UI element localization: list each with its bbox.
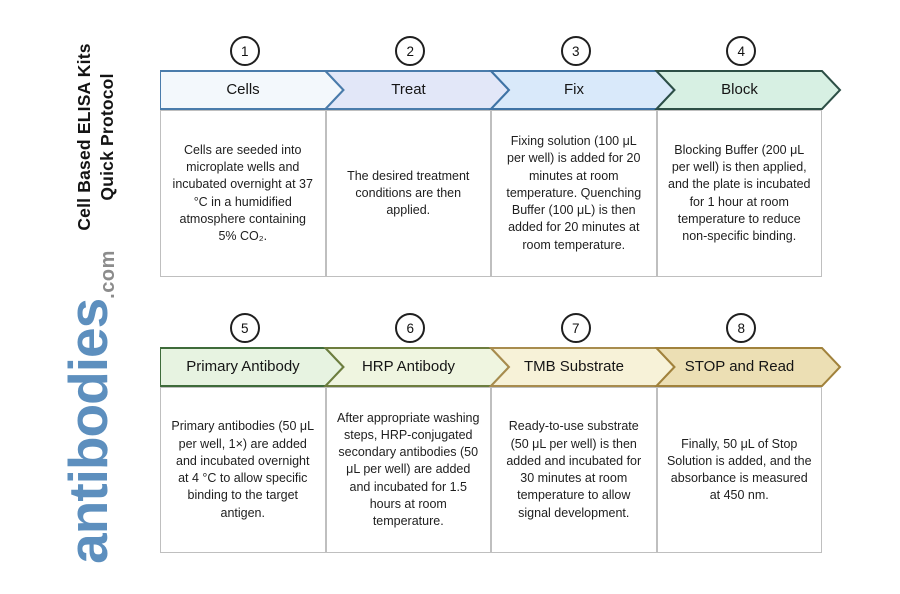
protocol-flow: 1 2 3 4 Cells Treat Fix Block Cells are … — [160, 0, 860, 594]
brand-logo-text: antibodies — [57, 298, 119, 564]
step-label: STOP and Read — [684, 358, 795, 375]
step-number: 3 — [571, 43, 580, 59]
page-title-line2: Quick Protocol — [97, 73, 117, 201]
step-description: Ready-to-use substrate (50 μL per well) … — [506, 419, 642, 520]
step-number: 2 — [406, 43, 414, 59]
step-description-box: Finally, 50 μL of Stop Solution is added… — [656, 387, 822, 553]
step-label: Fix — [564, 81, 584, 98]
step-description: After appropriate washing steps, HRP-con… — [337, 410, 480, 529]
step-label: TMB Substrate — [523, 358, 625, 375]
page-title-line1: Cell Based ELISA Kits — [73, 43, 94, 231]
step-number: 6 — [406, 320, 414, 336]
arrow-band-row2: Primary Antibody HRP Antibody TMB Substr… — [160, 347, 842, 387]
arrow-band-row1: Cells Treat Fix Block — [160, 70, 842, 110]
step-description-box: The desired treatment conditions are the… — [325, 110, 491, 277]
arrow-band-row2-svg — [160, 347, 842, 387]
step-description: Fixing solution (100 μL per well) is add… — [506, 134, 642, 252]
step-number: 5 — [240, 320, 249, 336]
step-description: The desired treatment conditions are the… — [347, 168, 470, 218]
step-description-box: Cells are seeded into microplate wells a… — [160, 110, 326, 277]
brand-logo: antibodies.com — [56, 250, 120, 564]
step-arrow-icon — [654, 70, 842, 110]
step-description: Blocking Buffer (200 μL per well) is the… — [668, 142, 811, 243]
step-number: 4 — [737, 43, 745, 59]
step-number-badge: 3 — [560, 36, 591, 66]
step-description-box: Ready-to-use substrate (50 μL per well) … — [491, 387, 657, 553]
step-description: Primary antibodies (50 μL per well, 1×) … — [171, 419, 315, 520]
step-number-badge: 7 — [560, 313, 591, 343]
step-number-badge: 1 — [229, 36, 260, 66]
step-description: Cells are seeded into microplate wells a… — [172, 142, 313, 243]
step-description-box: Primary antibodies (50 μL per well, 1×) … — [160, 387, 326, 553]
page-title: Cell Based ELISA Kits Quick Protocol — [73, 43, 119, 230]
step-label: HRP Antibody — [361, 358, 456, 375]
step-label: Treat — [391, 81, 426, 98]
arrow-band-row1-svg — [160, 70, 842, 110]
step-description: Finally, 50 μL of Stop Solution is added… — [666, 436, 812, 503]
step-number-badge: 4 — [726, 36, 757, 66]
step-description-box: Fixing solution (100 μL per well) is add… — [491, 110, 657, 277]
step-number: 7 — [571, 320, 580, 336]
step-label: Cells — [226, 81, 260, 98]
step-label: Block — [721, 81, 758, 98]
step-description-box: Blocking Buffer (200 μL per well) is the… — [656, 110, 822, 277]
step-number: 8 — [737, 320, 745, 336]
brand-logo-suffix: .com — [97, 250, 119, 299]
step-number-badge: 5 — [229, 313, 260, 343]
step-label: Primary Antibody — [186, 358, 300, 375]
step-description-box: After appropriate washing steps, HRP-con… — [325, 387, 491, 553]
step-number-badge: 6 — [395, 313, 426, 343]
step-arrow-icon — [654, 347, 842, 387]
step-number-badge: 2 — [395, 36, 426, 66]
step-number-badge: 8 — [726, 313, 757, 343]
step-number: 1 — [240, 43, 249, 59]
